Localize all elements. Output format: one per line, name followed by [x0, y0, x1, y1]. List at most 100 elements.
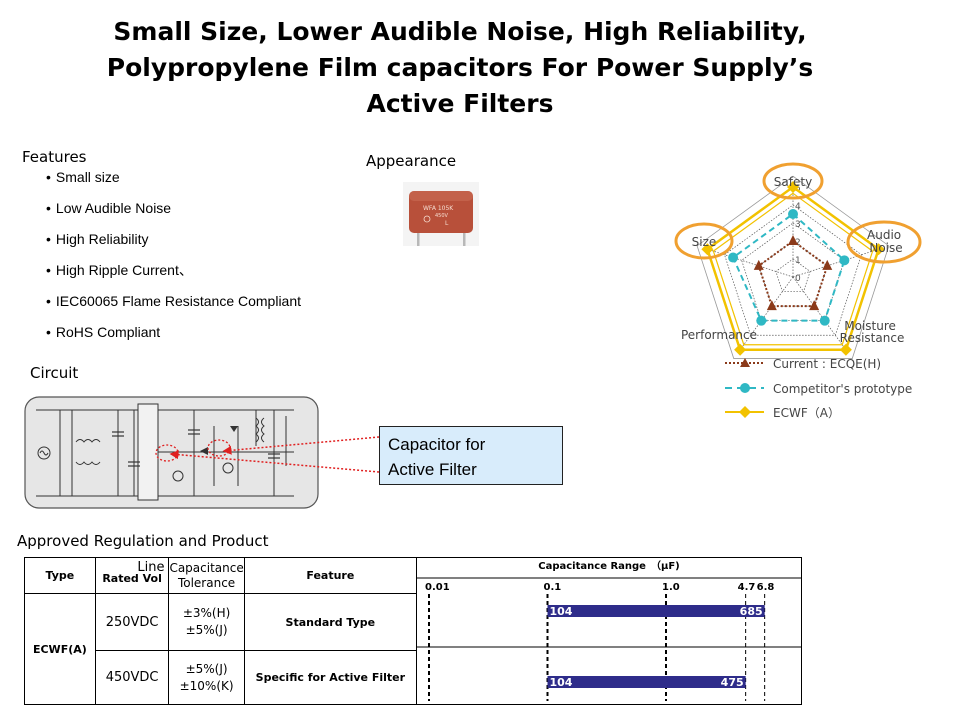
capacitor-marking-text: L	[445, 220, 449, 227]
callout-line-1: Capacitor for	[388, 435, 486, 454]
circuit-heading: Circuit	[30, 364, 79, 382]
radar-point-triangle	[788, 235, 798, 245]
features-heading: Features	[22, 148, 87, 166]
diode-icon	[200, 447, 208, 455]
radar-scale-label: 4	[795, 202, 801, 212]
radar-scale-label: 3	[795, 220, 801, 230]
appearance-heading: Appearance	[366, 152, 457, 170]
header-type: Type	[24, 557, 96, 594]
capacitor-lead	[463, 230, 466, 246]
range-start-label: 104	[549, 605, 572, 618]
row-feature: Standard Type	[243, 593, 417, 651]
capacitor-photo: WFA 105K 450V L	[403, 182, 479, 246]
legend-label-competitor: Competitor's prototype	[773, 382, 912, 396]
capacitor-body	[409, 191, 473, 233]
features-list: Small size Low Audible Noise High Reliab…	[46, 167, 301, 353]
axis-label-moisture-resistance: Moisture Resistance	[840, 319, 905, 345]
ac-wave-icon	[39, 450, 49, 456]
feature-item: Small size	[46, 167, 301, 198]
axis-label-safety: Safety	[774, 175, 812, 189]
title-line-2: Polypropylene Film capacitors For Power …	[106, 53, 814, 82]
tolerance-value: ±5%(J)	[185, 623, 228, 637]
radar-labels: Safety Audio Noise Size Moisture Resista…	[674, 162, 922, 345]
range-end-label: 685	[740, 605, 763, 618]
radar-series-line	[705, 185, 881, 352]
range-scale-label: 6.8	[757, 582, 775, 593]
feature-item: IEC60065 Flame Resistance Compliant	[46, 291, 301, 322]
radar-point-circle	[728, 252, 739, 263]
radar-scale-label: 0	[795, 274, 801, 284]
radar-point-circle	[756, 315, 767, 326]
header-line: Line	[137, 559, 165, 575]
row-voltage: 450VDC	[94, 650, 170, 705]
axis-label-audio-noise: Audio Noise	[867, 228, 905, 255]
triangle-marker-icon	[740, 358, 750, 367]
radar-grid-ring	[775, 258, 811, 292]
axis-label-size: Size	[692, 235, 717, 249]
header-line: Rated Vol	[102, 571, 162, 585]
callout-line-2: Active Filter	[388, 460, 477, 479]
capacitor-highlight	[409, 191, 473, 201]
header-line: Capacitance	[169, 560, 244, 575]
table-header-row: Type Line Rated Vol Capacitance Toleranc…	[24, 557, 803, 705]
feature-item: RoHS Compliant	[46, 322, 301, 353]
capacitor-marking-text: 450V	[435, 213, 449, 219]
radar-outer-frame	[696, 175, 890, 359]
radar-point-circle	[788, 209, 798, 219]
type-value: ECWF(A)	[24, 593, 96, 705]
range-header: Capacitance Range （μF)	[538, 559, 679, 572]
row-voltage: 250VDC	[94, 593, 170, 651]
radar-series-line	[757, 239, 829, 308]
diode-icon	[230, 426, 238, 432]
range-scale-label: 0.01	[425, 582, 450, 593]
title-line-3: Active Filters	[366, 89, 554, 118]
radar-point-circle	[819, 315, 830, 326]
header-feature: Feature	[243, 557, 417, 594]
radar-point-triangle	[753, 259, 764, 270]
row-feature: Specific for Active Filter	[243, 650, 417, 705]
row-tolerance: ±3%(H) ±5%(J)	[168, 593, 245, 651]
range-scale-label: 0.1	[543, 582, 561, 593]
feature-item: High Reliability	[46, 229, 301, 260]
range-bar	[547, 605, 765, 617]
row-tolerance: ±5%(J) ±10%(K)	[168, 650, 245, 705]
tolerance-value: ±10%(K)	[179, 678, 234, 693]
radar-series-line	[731, 212, 846, 322]
axis-label-line: Resistance	[840, 331, 905, 345]
product-table: Type Line Rated Vol Capacitance Toleranc…	[24, 557, 803, 705]
axis-label-line: Moisture	[844, 319, 896, 333]
ac-source-icon	[37, 446, 51, 460]
legend-label-current: Current : ECQE(H)	[773, 357, 881, 371]
axis-label-performance: Performance	[681, 328, 757, 342]
header-tolerance: Capacitance Tolerance	[168, 557, 245, 594]
radar-point-circle	[839, 255, 850, 266]
range-bar	[547, 676, 746, 688]
radar-point-diamond	[839, 343, 852, 356]
axis-highlight-ellipse	[846, 220, 922, 264]
tolerance-value: ±3%(H)	[182, 606, 231, 620]
circuit-diagram	[24, 396, 319, 509]
range-scale-label: 1.0	[662, 582, 680, 593]
capacitor-lead	[417, 230, 420, 246]
radar-point-diamond	[872, 243, 885, 256]
radar-point-diamond	[787, 181, 799, 193]
radar-scale-label: 1	[795, 256, 801, 266]
axis-highlight-ellipse	[674, 222, 734, 260]
radar-point-triangle	[766, 300, 777, 311]
radar-point-diamond	[734, 343, 747, 356]
page-title: Small Size, Lower Audible Noise, High Re…	[40, 14, 880, 122]
radar-point-triangle	[822, 259, 833, 270]
radar-grid-ring	[741, 222, 845, 322]
legend-label-ecwf: ECWF（A）	[773, 406, 840, 420]
capacitor-marking-text: WFA 105K	[423, 205, 454, 212]
circle-marker-icon	[740, 383, 750, 393]
range-start-label: 104	[549, 676, 572, 689]
axis-highlight-ellipse	[762, 162, 824, 200]
radar-series-line-inner	[712, 192, 874, 346]
tolerance-value: ±5%(J)	[185, 661, 228, 676]
range-scale-label: 4.7	[738, 582, 756, 593]
radar-series	[701, 181, 885, 356]
feature-item: Low Audible Noise	[46, 198, 301, 229]
